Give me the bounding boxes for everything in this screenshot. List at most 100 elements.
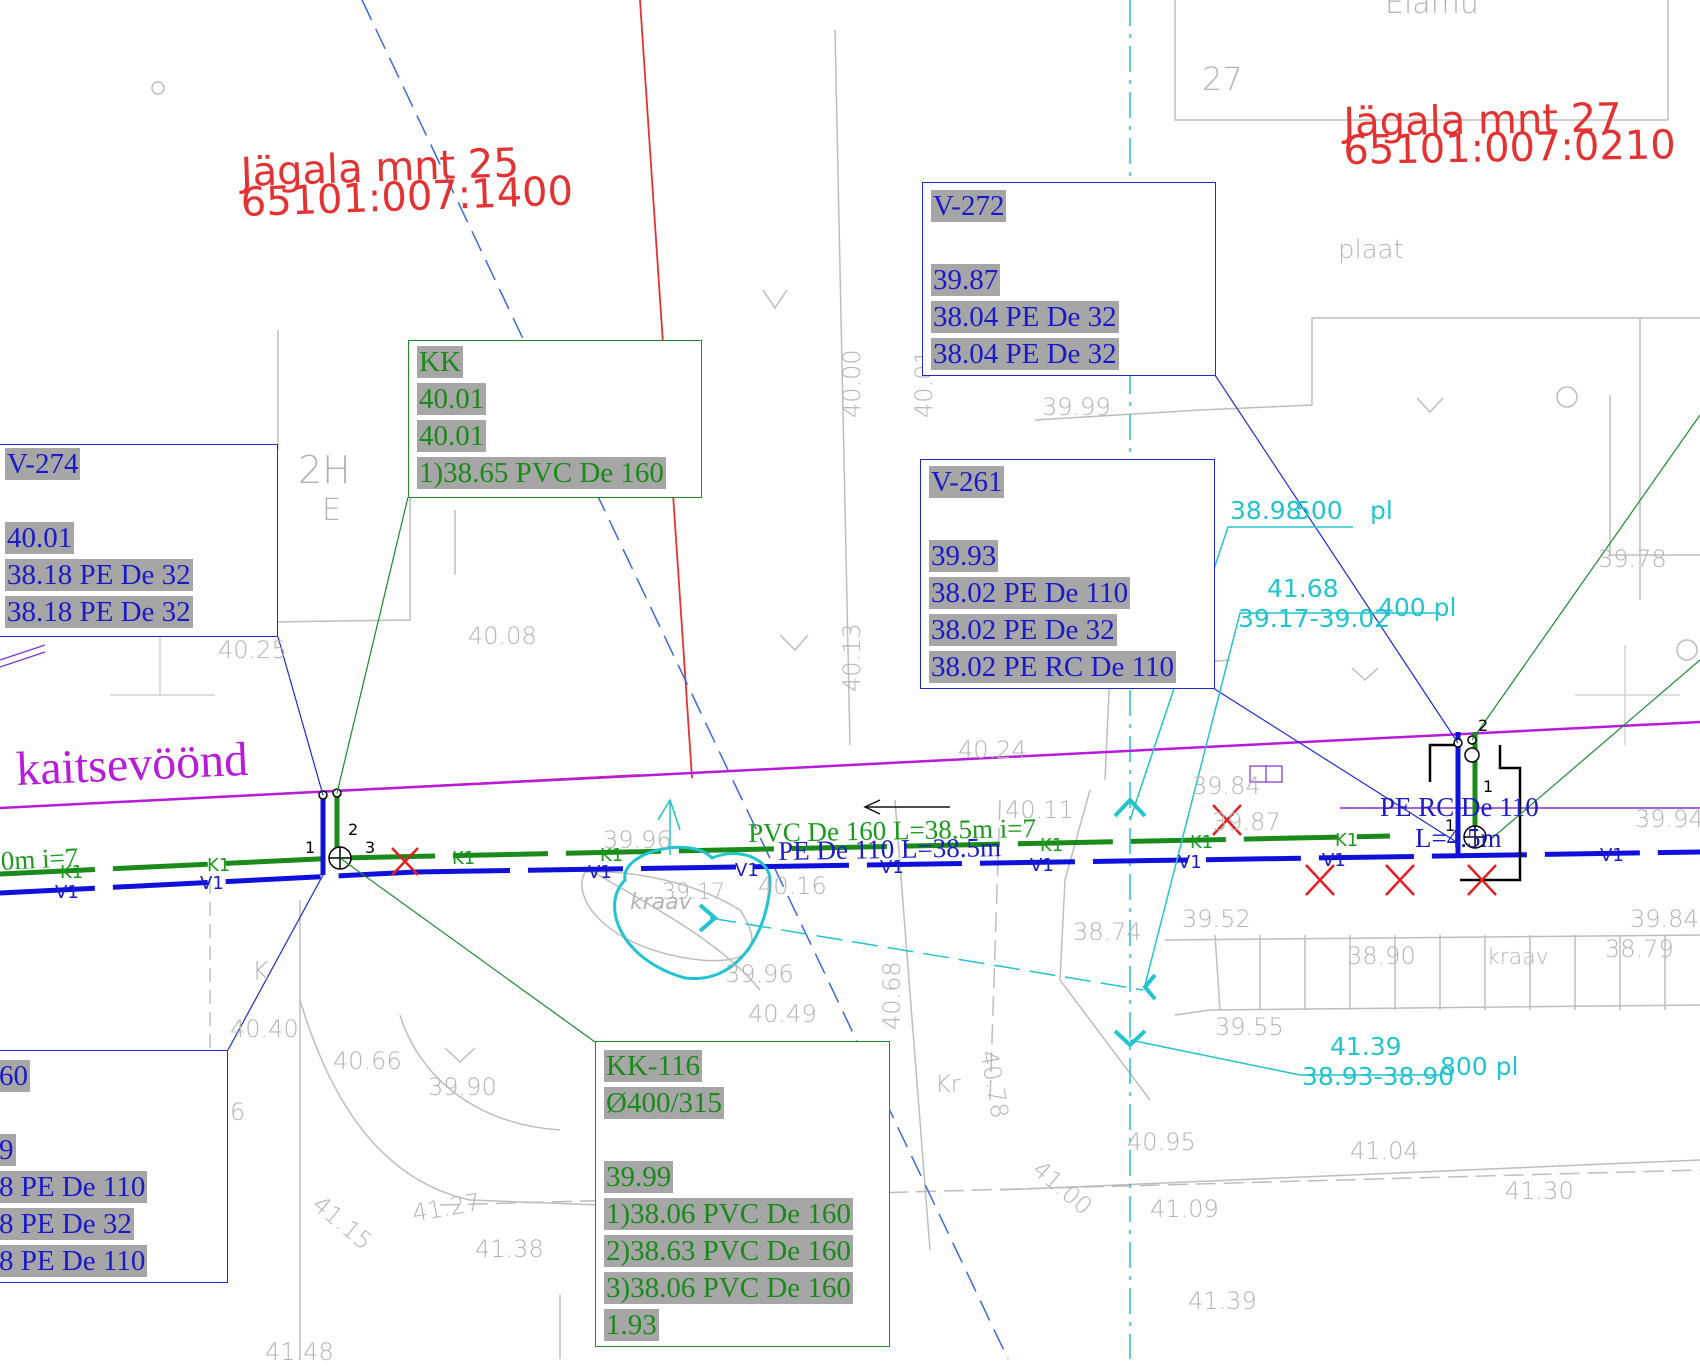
- elevation: 6: [230, 1098, 246, 1126]
- box-row: 40.01: [417, 420, 487, 452]
- box-row: 8 PE De 32: [0, 1207, 134, 1241]
- box-row: 9: [0, 1133, 16, 1167]
- elevation: 40.95: [1127, 1128, 1196, 1156]
- survey-note-2-range: 39.17-39.02: [1238, 604, 1391, 633]
- survey-note-2-value: 41.68: [1267, 574, 1339, 603]
- water-pipe: [0, 732, 1700, 896]
- leader-lines: [227, 374, 1700, 1051]
- right-len-label: L=4.5m: [1415, 823, 1502, 853]
- elevation: 39.96: [603, 826, 672, 854]
- k-label: K: [252, 957, 270, 987]
- zone-sub-label: E: [322, 493, 341, 528]
- node-number-1: 1: [305, 838, 316, 857]
- elevation: 40.24: [958, 736, 1027, 764]
- k1-code: K1: [600, 845, 624, 866]
- box-row: 38.02 PE De 32: [929, 614, 1117, 646]
- box-row: 38.18 PE De 32: [5, 559, 193, 591]
- node-number-3: 3: [365, 838, 376, 857]
- elevation: 41.48: [265, 1338, 334, 1366]
- box-row: 1)38.65 PVC De 160: [417, 457, 666, 489]
- box-row: 38.04 PE De 32: [931, 301, 1119, 333]
- node-number-1: 1: [1483, 777, 1494, 796]
- protection-zone-line: [0, 720, 1700, 810]
- box-row: 40.01: [417, 383, 487, 415]
- box-row: 2)38.63 PVC De 160: [604, 1235, 853, 1267]
- k1-code: K1: [452, 848, 476, 869]
- right-pipe-label: PE RC De 110: [1380, 792, 1539, 822]
- misc-purple: [0, 644, 1283, 783]
- elevation: 39.17: [662, 880, 725, 905]
- v1-code: V1: [880, 857, 904, 878]
- survey-note-1-value: 38.98: [1230, 496, 1302, 525]
- elevation: 40.00: [838, 349, 866, 418]
- survey-note-3-size: 800 pl: [1440, 1052, 1519, 1081]
- elevation: 40.08: [468, 622, 537, 650]
- v1-code: V1: [735, 860, 759, 881]
- elevation: 39.90: [428, 1073, 497, 1101]
- v1-code: V1: [200, 873, 224, 894]
- box-row: 39.93: [929, 540, 999, 572]
- k1-code: K1: [60, 862, 84, 883]
- v1-code: V1: [1178, 852, 1202, 873]
- box-row: 8 PE De 110: [0, 1170, 148, 1204]
- flow-arrow: [863, 799, 950, 815]
- elevation: 41.09: [1150, 1195, 1219, 1223]
- v1-code: V1: [1030, 855, 1054, 876]
- elevation: 40.49: [748, 1000, 817, 1028]
- kraav-label: kraav: [1487, 945, 1549, 970]
- elevation: 39.55: [1215, 1013, 1284, 1041]
- v1-code: V1: [1600, 845, 1624, 866]
- box-row: 39.99: [604, 1161, 674, 1193]
- elevation: 39.99: [1042, 393, 1111, 421]
- elevation: 40.11: [1005, 796, 1074, 824]
- elevation: 41.30: [1505, 1177, 1574, 1205]
- boundary-dashed: [361, 0, 1009, 1359]
- survey-note-2-size: 400 pl: [1378, 593, 1457, 622]
- box-row: 38.02 PE De 110: [929, 577, 1131, 609]
- building-label: Elamu: [1385, 0, 1479, 21]
- elevation: 40.66: [333, 1047, 402, 1075]
- elevation: 41.04: [1350, 1137, 1419, 1165]
- elevation: 38.79: [1605, 935, 1674, 963]
- kraav-label: kraav: [630, 890, 692, 915]
- survey-note-3-range: 38.93-38.90: [1302, 1062, 1455, 1091]
- box-row: KK-116: [604, 1050, 702, 1082]
- elevation: 39.78: [1598, 545, 1667, 573]
- box-row: 60: [0, 1059, 30, 1093]
- kr-label: Kr: [935, 1070, 961, 1098]
- elevation: 40.13: [838, 623, 866, 692]
- box-row: 8 PE De 110: [0, 1244, 148, 1278]
- plaat-label: plaat: [1338, 235, 1404, 265]
- box-row: 1)38.06 PVC De 160: [604, 1198, 853, 1230]
- elevation: 39.84: [1630, 905, 1699, 933]
- survey-note-1-unit: pl: [1370, 496, 1393, 525]
- k1-code: K1: [207, 855, 231, 876]
- survey-note-3-value: 41.39: [1330, 1032, 1402, 1061]
- box-row: 38.04 PE De 32: [931, 338, 1119, 370]
- box-row: Ø400/315: [604, 1087, 724, 1119]
- box-row: 40.01: [5, 522, 75, 554]
- box-row: 38.18 PE De 32: [5, 596, 193, 628]
- box-row: 1.93: [604, 1309, 659, 1341]
- k1-code: K1: [1335, 830, 1359, 851]
- v1-code: V1: [1322, 850, 1346, 871]
- node-number-2: 2: [348, 820, 359, 839]
- elevation: 41.39: [1188, 1287, 1257, 1315]
- elevation: 40.68: [878, 961, 906, 1030]
- box-row: KK: [417, 346, 463, 378]
- box-row: 3)38.06 PVC De 160: [604, 1272, 853, 1304]
- building-number: 27: [1202, 60, 1243, 98]
- annotation-box-kk: KK 40.01 40.01 1)38.65 PVC De 160: [408, 340, 702, 498]
- box-row: 39.87: [931, 264, 1001, 296]
- box-row: V-272: [931, 190, 1007, 222]
- zone-code-label: 2H: [298, 448, 351, 492]
- elevation: 39.87: [1212, 808, 1281, 836]
- elevation: 40.25: [218, 636, 287, 664]
- annotation-box-left-bottom: 60 9 8 PE De 110 8 PE De 32 8 PE De 110: [0, 1050, 228, 1283]
- elevation: 39.94: [1635, 805, 1700, 833]
- box-row: V-274: [5, 448, 81, 480]
- annotation-box-kk116: KK-116 Ø400/315 39.99 1)38.06 PVC De 160…: [595, 1041, 890, 1347]
- node-number-1: 1: [1445, 816, 1456, 835]
- k1-code: K1: [1040, 835, 1064, 856]
- elevation: 38.74: [1073, 918, 1142, 946]
